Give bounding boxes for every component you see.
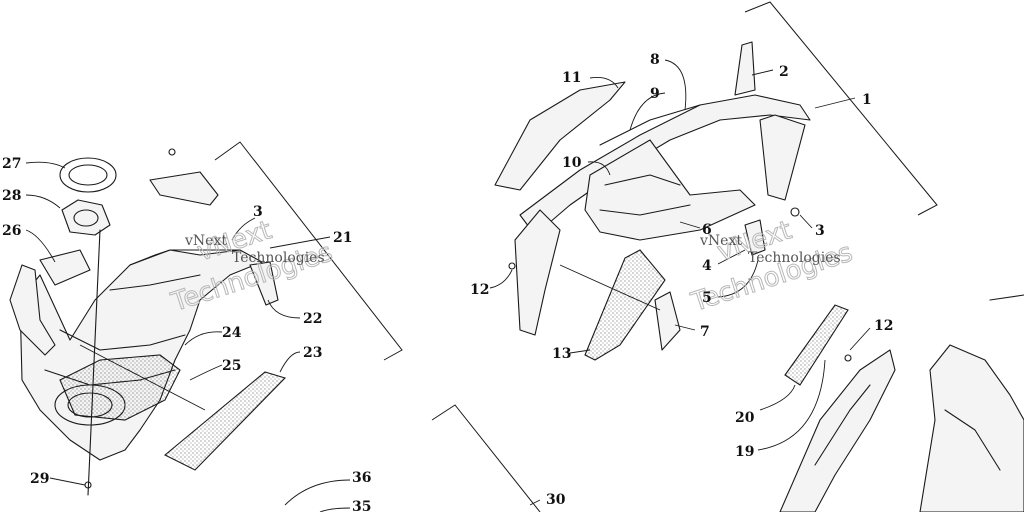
callout-1: 1 (862, 92, 872, 108)
callout-10: 10 (562, 155, 582, 171)
bracket-21 (214, 141, 403, 361)
watermark-small-line2-left: Technologies (232, 250, 325, 266)
callout-7: 7 (700, 324, 710, 340)
callout-22: 22 (303, 311, 322, 327)
panel-11 (494, 81, 626, 191)
center-assembly (489, 1, 938, 361)
callouts: 1 2 3 3 4 5 6 7 8 9 10 11 12 12 13 19 20… (2, 52, 893, 512)
callout-11: 11 (562, 70, 581, 86)
part-7 (654, 291, 681, 351)
watermark-small-brand-left: vNext (184, 233, 227, 249)
callout-21: 21 (333, 230, 352, 246)
callout-30: 30 (546, 492, 566, 508)
panel-23 (164, 371, 287, 471)
callout-8: 8 (650, 52, 660, 68)
callout-36: 36 (352, 470, 371, 486)
rod-29 (87, 229, 101, 496)
fin-2 (734, 41, 756, 96)
grille-20 (784, 304, 849, 386)
callout-19: 19 (735, 444, 754, 460)
bracket-30 (431, 404, 541, 512)
part-13 (584, 249, 666, 361)
callout-23: 23 (303, 345, 322, 361)
callout-24: 24 (222, 325, 242, 341)
callout-3-right: 3 (815, 223, 825, 239)
callout-5: 5 (702, 290, 712, 306)
inner-panel (59, 354, 181, 421)
left-assembly (9, 141, 403, 512)
callout-2: 2 (779, 64, 789, 80)
right-assembly (431, 294, 1024, 512)
windshield-10 (584, 139, 756, 241)
lower-side-12 (514, 209, 561, 336)
callout-3-left: 3 (253, 204, 263, 220)
callout-26: 26 (2, 223, 21, 239)
callout-29: 29 (30, 471, 49, 487)
bracket-part-21 (149, 171, 219, 206)
bracket-1 (744, 1, 938, 216)
callout-4: 4 (702, 258, 712, 274)
callout-12-right: 12 (874, 318, 893, 334)
callout-13: 13 (552, 346, 571, 362)
callout-25: 25 (222, 358, 241, 374)
callout-6: 6 (702, 222, 712, 238)
part-22 (249, 261, 279, 306)
panel-26 (39, 249, 91, 286)
gasket-27 (59, 157, 117, 193)
callout-9: 9 (650, 86, 660, 102)
watermark-small-brand-right: vNext (699, 233, 742, 249)
callout-12-center: 12 (470, 282, 489, 298)
callout-27: 27 (2, 156, 21, 172)
callout-35: 35 (352, 499, 371, 512)
trim-1 (759, 114, 806, 201)
watermark-small-line2-right: Technologies (748, 250, 841, 266)
side-trim-left (9, 264, 56, 356)
callout-28: 28 (2, 188, 21, 204)
callout-20: 20 (735, 410, 755, 426)
bracket-4 (744, 219, 766, 256)
bezel-28 (61, 199, 111, 236)
